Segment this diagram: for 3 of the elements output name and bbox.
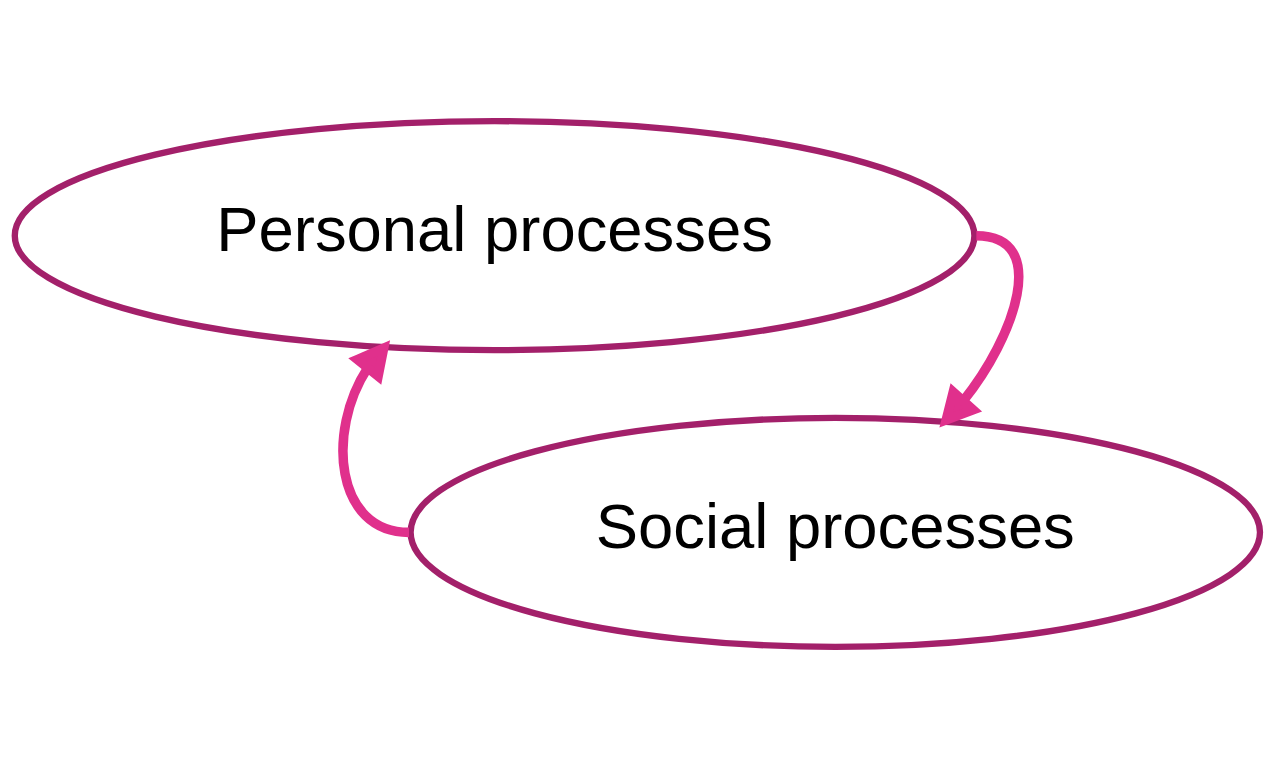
node-ellipse: Personal processes <box>11 117 978 353</box>
arrow <box>338 339 410 537</box>
node-ellipse: Social processes <box>407 414 1264 650</box>
